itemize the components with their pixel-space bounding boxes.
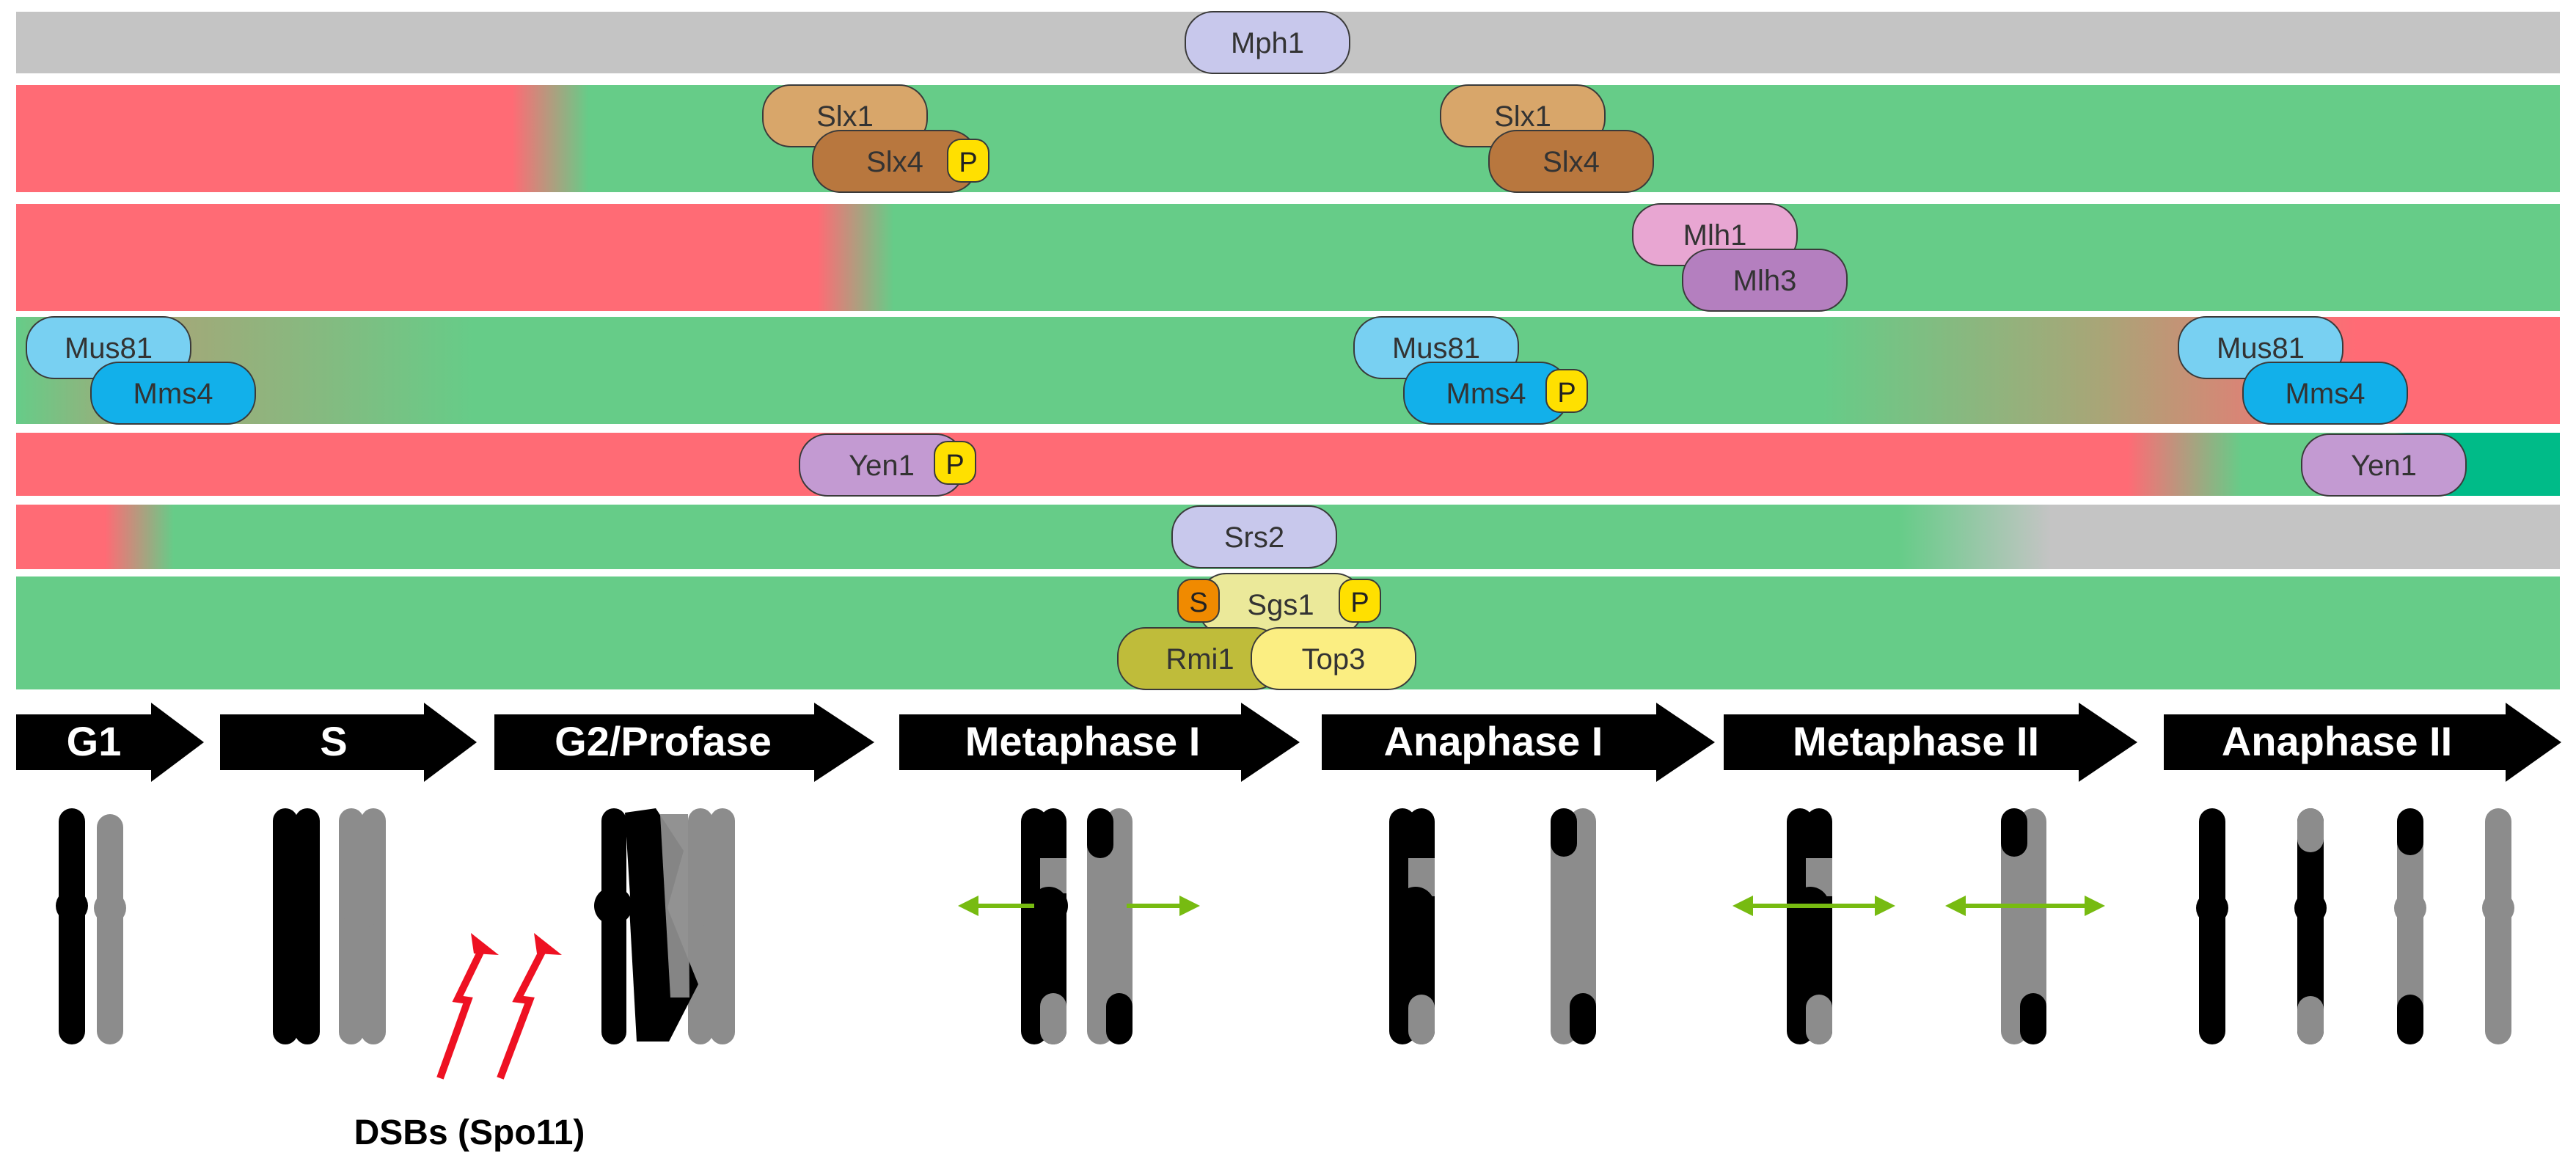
chromosomes-g1 [56,808,126,1044]
top3-label: Top3 [1302,643,1366,676]
track-yen1 [16,433,2560,496]
phase-metaphase-1: Metaphase I [899,703,1300,782]
phase-anaphase-1: Anaphase I [1322,703,1715,782]
yen1-label-2: Yen1 [2351,450,2417,482]
srs2-pill: Srs2 [1171,505,1337,568]
phase-arrows: G1 S G2/Profase Metaphase I Anaphase I M… [16,703,2561,782]
track-mus81-mms4 [16,317,2560,424]
dsb-caption: DSBs (Spo11) [354,1113,585,1152]
mus81-label: Mus81 [65,332,153,365]
mus81-label-2: Mus81 [1392,332,1480,365]
phase-anaphase-1-label: Anaphase I [1384,718,1603,764]
mph1-pill: Mph1 [1185,11,1350,74]
yen1-pill-2: Yen1 [2301,433,2467,497]
mms4-phospho-label: P [1557,378,1576,409]
phase-g1-label: G1 [67,718,122,764]
phase-s-label: S [320,718,347,764]
dsb-arrows: DSBs (Spo11) [354,933,585,1152]
mms4-label-3: Mms4 [2286,378,2365,410]
sgs1-sumo-badge: S [1177,579,1220,623]
slx1-label-2: Slx1 [1494,100,1551,133]
slx1-label: Slx1 [816,100,874,133]
activity-tracks [16,12,2560,689]
slx4-label: Slx4 [866,146,923,178]
sgs1-sumo-label: S [1189,588,1207,618]
phase-s: S [220,703,477,782]
phase-metaphase-2: Metaphase II [1724,703,2137,782]
track-mlh1-mlh3 [16,204,2560,311]
slx4-phospho-badge: P [947,139,989,183]
mms4-phospho-badge: P [1545,369,1588,413]
yen1-phospho-badge: P [934,441,976,485]
chromosomes-anaphase-1 [1389,808,1596,1044]
sgs1-label: Sgs1 [1247,589,1314,621]
slx4-pill: Slx4 [812,130,978,193]
slx4-phospho-label: P [959,147,977,178]
chromosomes-g2-prophase [594,808,735,1044]
yen1-phospho-label: P [945,450,964,480]
mms4-pill-3: Mms4 [2242,362,2408,425]
slx4-label-2: Slx4 [1543,146,1600,178]
phase-g2-profase-label: G2/Profase [555,718,772,764]
rmi1-pill: Rmi1 [1117,627,1283,690]
track-slx1-slx4 [16,85,2560,192]
yen1-pill: Yen1 [799,433,965,497]
mph1-label: Mph1 [1231,27,1304,59]
mus81-label-3: Mus81 [2217,332,2305,365]
mms4-pill: Mms4 [90,362,256,425]
slx4-pill-2: Slx4 [1488,130,1654,193]
phase-anaphase-2: Anaphase II [2164,703,2561,782]
chromosome-illustrations: DSBs (Spo11) [56,808,2514,1152]
srs2-label: Srs2 [1224,521,1284,554]
chromosomes-metaphase-2 [1732,808,2105,1044]
protein-pills: Mph1 Slx1 Slx4 P Slx1 Slx4 Mlh1 [26,11,2467,690]
rmi1-label: Rmi1 [1166,643,1234,676]
mms4-label: Mms4 [133,378,213,410]
sgs1-phospho-badge: P [1339,579,1381,623]
mms4-pill-2: Mms4 [1403,362,1569,425]
chromosomes-s [273,808,386,1044]
mlh3-pill: Mlh3 [1682,249,1848,312]
chromosomes-metaphase-1 [958,808,1200,1044]
phase-anaphase-2-label: Anaphase II [2222,718,2452,764]
phase-g2-profase: G2/Profase [494,703,874,782]
mlh3-label: Mlh3 [1733,265,1797,297]
top3-pill: Top3 [1251,627,1416,690]
phase-metaphase-2-label: Metaphase II [1793,718,2039,764]
mms4-label-2: Mms4 [1446,378,1526,410]
sgs1-pill: Sgs1 [1198,573,1364,636]
phase-metaphase-1-label: Metaphase I [965,718,1201,764]
yen1-label: Yen1 [849,450,915,482]
chromosomes-anaphase-2 [2196,808,2514,1044]
phase-g1: G1 [16,703,204,782]
sgs1-phospho-label: P [1350,588,1369,618]
mlh1-label: Mlh1 [1683,219,1747,252]
